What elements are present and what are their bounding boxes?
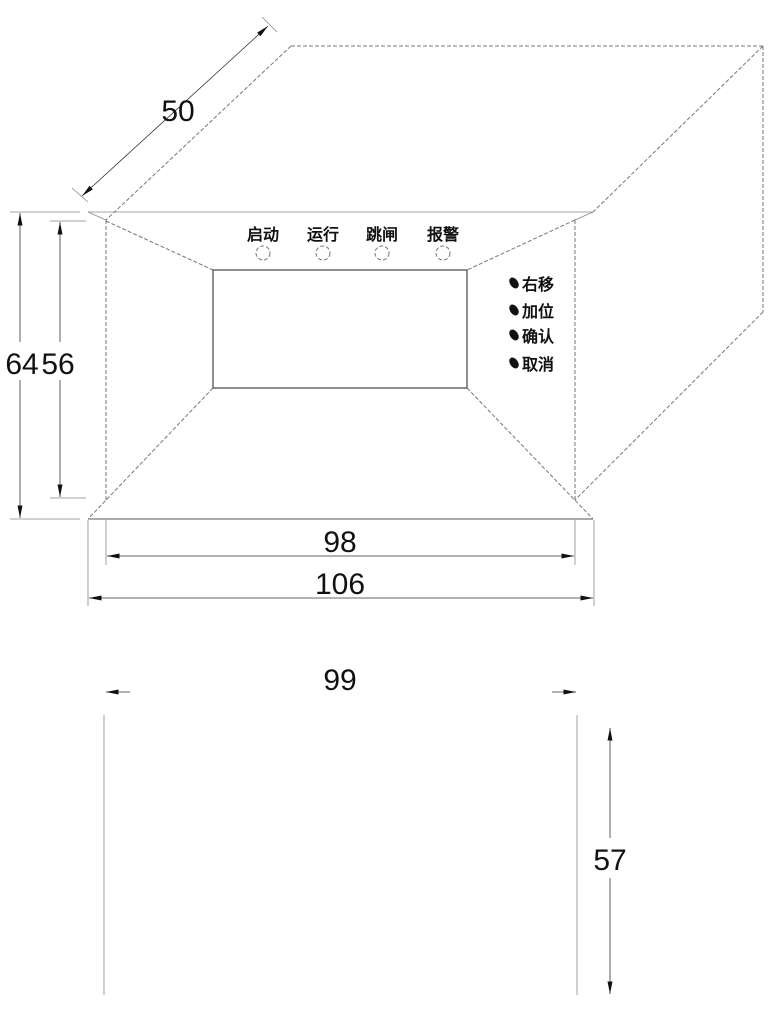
svg-text:加位: 加位 [521, 302, 554, 321]
svg-text:启动: 启动 [247, 225, 279, 244]
dim-height: 64 56 [2, 211, 86, 520]
svg-text:取消: 取消 [522, 355, 554, 374]
svg-text:运行: 运行 [307, 225, 339, 244]
led-icon [435, 245, 451, 261]
indicator-group: 启动 运行 跳闸 报警 [247, 225, 459, 261]
indicator-start: 启动 [247, 225, 279, 261]
button-dot-icon [509, 357, 519, 369]
svg-text:50: 50 [161, 95, 194, 128]
panel-cutout: 99 57 [103, 664, 627, 995]
enclosure-body [105, 45, 764, 501]
button-dot-icon [509, 304, 519, 316]
button-cancel: 取消 [509, 355, 554, 374]
led-icon [315, 245, 331, 261]
display-screen [212, 269, 468, 389]
button-right-shift: 右移 [509, 275, 554, 294]
button-group: 右移 加位 确认 取消 [509, 275, 555, 374]
svg-text:57: 57 [593, 844, 626, 877]
svg-text:跳闸: 跳闸 [366, 225, 398, 244]
indicator-run: 运行 [307, 225, 339, 261]
indicator-alarm: 报警 [427, 225, 459, 261]
button-dot-icon [509, 329, 519, 341]
svg-text:确认: 确认 [522, 327, 555, 346]
button-increment: 加位 [509, 302, 554, 321]
dim-width: 98 106 [87, 520, 595, 606]
dim-depth: 50 [71, 16, 278, 203]
button-confirm: 确认 [509, 327, 555, 346]
svg-text:98: 98 [323, 526, 356, 559]
svg-text:99: 99 [323, 664, 356, 697]
svg-text:56: 56 [41, 348, 74, 381]
svg-text:报警: 报警 [427, 225, 459, 244]
svg-text:64: 64 [5, 348, 38, 381]
front-panel [87, 211, 594, 520]
indicator-trip: 跳闸 [366, 225, 398, 261]
svg-text:右移: 右移 [522, 275, 554, 294]
led-icon [255, 245, 271, 261]
button-dot-icon [509, 277, 519, 289]
led-icon [374, 245, 390, 261]
svg-text:106: 106 [315, 568, 365, 601]
